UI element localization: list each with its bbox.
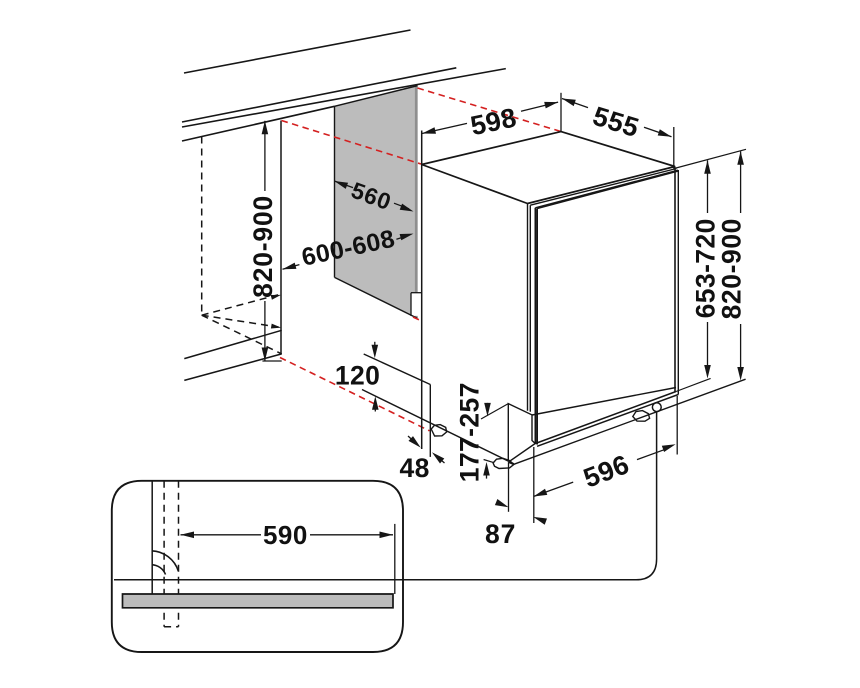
svg-text:820-900: 820-900 (248, 195, 278, 298)
svg-text:48: 48 (400, 453, 430, 483)
svg-text:653-720: 653-720 (690, 218, 720, 318)
svg-text:590: 590 (263, 520, 308, 550)
svg-text:120: 120 (335, 361, 380, 391)
svg-text:87: 87 (485, 519, 516, 549)
svg-text:820-900: 820-900 (717, 218, 747, 319)
svg-text:177-257: 177-257 (454, 382, 484, 482)
